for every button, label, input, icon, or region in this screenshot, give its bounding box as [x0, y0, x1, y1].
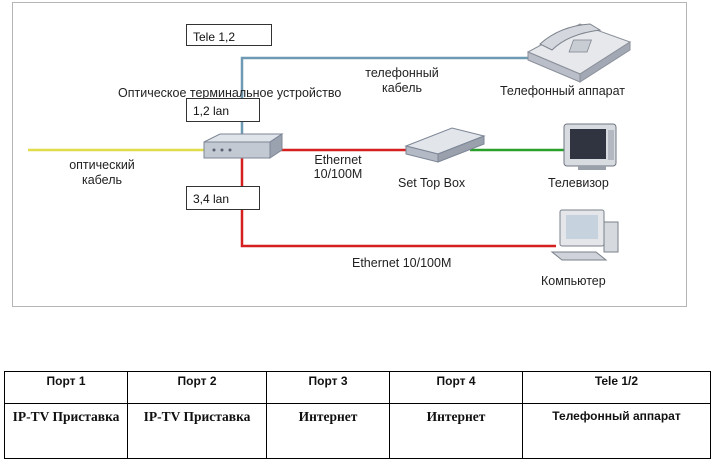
port-header: Tele 1/2: [522, 371, 711, 404]
port-value: Интернет: [389, 403, 523, 459]
port-header: Порт 4: [389, 371, 523, 404]
port-table-header-row: Порт 1 Порт 2 Порт 3 Порт 4 Tele 1/2: [4, 371, 711, 404]
tv-label: Телевизор: [548, 176, 609, 190]
ethernet-pc-line: [240, 158, 556, 248]
lan34-port-callout: 3,4 lan: [186, 186, 260, 210]
optical-terminal-icon: [203, 133, 284, 159]
port-table: Порт 1 Порт 2 Порт 3 Порт 4 Tele 1/2 IP-…: [4, 371, 711, 459]
set-top-box-label: Set Top Box: [398, 176, 466, 190]
phone-cable-label: телефонный кабель: [365, 66, 439, 95]
set-top-box-icon: [404, 127, 486, 163]
port-header: Порт 3: [266, 371, 390, 404]
port-header: Порт 2: [127, 371, 267, 404]
telephone-icon: [526, 23, 632, 83]
port-value: IP-TV Приставка: [4, 403, 128, 459]
ethernet-top-label: Ethernet 10/100M: [313, 153, 363, 181]
port-value: Телефонный аппарат: [522, 403, 711, 459]
computer-label: Компьютер: [541, 274, 606, 288]
tv-icon: [563, 123, 617, 170]
port-value: IP-TV Приставка: [127, 403, 267, 459]
port-value: Интернет: [266, 403, 390, 459]
port-table-value-row: IP-TV Приставка IP-TV Приставка Интернет…: [4, 403, 711, 459]
lan12-port-callout: 1,2 lan: [186, 98, 260, 122]
port-header: Порт 1: [4, 371, 128, 404]
optical-cable-label: оптический кабель: [69, 158, 135, 187]
computer-icon: [550, 209, 619, 261]
tele-port-callout: Tele 1,2: [186, 24, 272, 46]
ethernet-bottom-label: Ethernet 10/100M: [352, 256, 452, 270]
phone-device-label: Телефонный аппарат: [500, 84, 625, 98]
optical-terminal-label: Оптическое терминальное устройство: [118, 86, 341, 101]
